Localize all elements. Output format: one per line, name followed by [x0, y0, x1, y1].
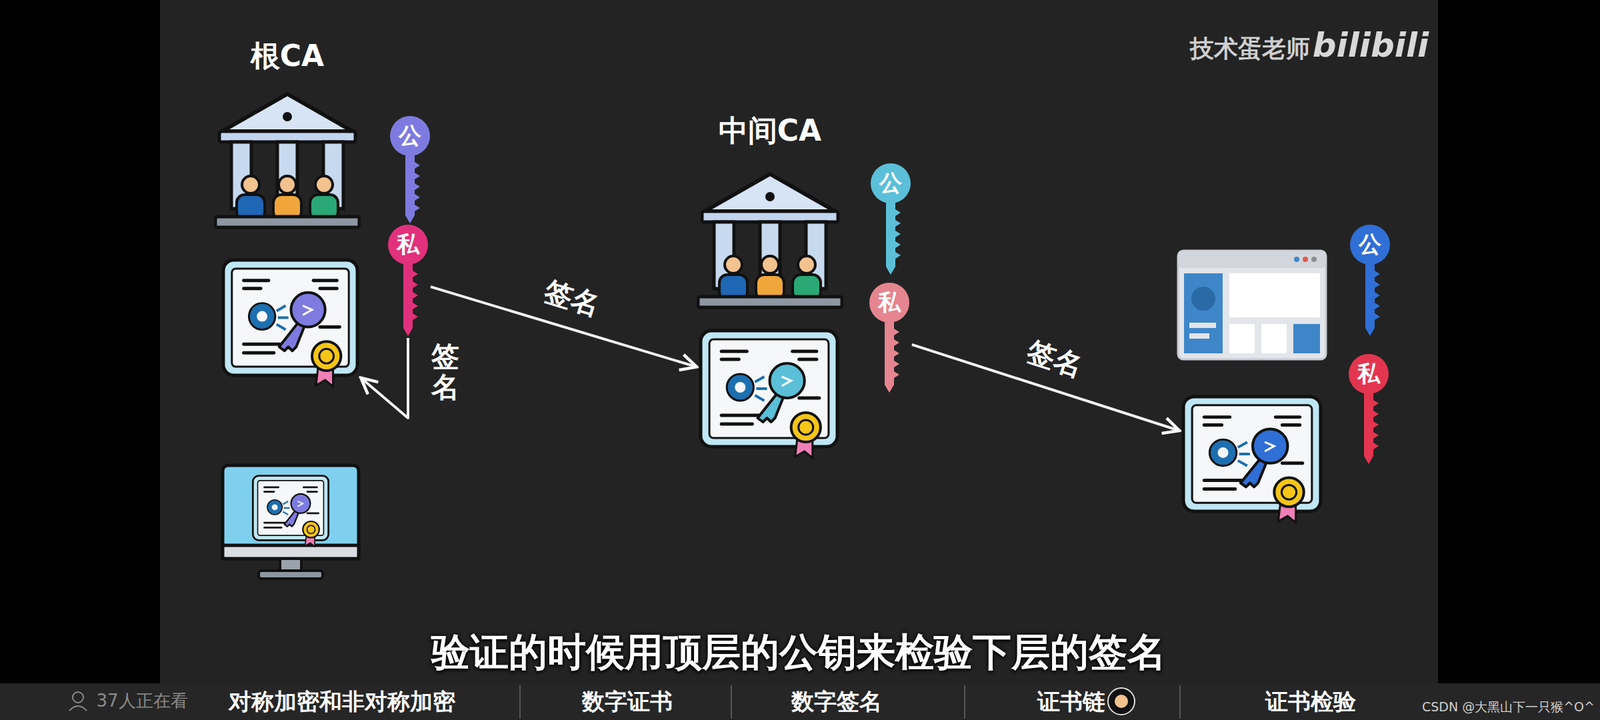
key-icon: 公: [389, 115, 431, 224]
chapter-tab: 数字证书: [582, 688, 673, 716]
chapter-tab: 证书链: [1037, 688, 1106, 716]
key-icon: 私: [387, 224, 429, 336]
chapter-tab: 对称加密和非对称加密: [228, 688, 456, 716]
key-icon: 私: [1348, 353, 1390, 464]
watermark: 技术蛋老师: [1190, 34, 1310, 63]
key-label: 私: [387, 224, 429, 266]
subtitle: 验证的时候用顶层的公钥来检验下层的签名: [431, 629, 1166, 676]
source-watermark: CSDN @大黑山下一只猴^O^: [1422, 699, 1595, 715]
edge-label: 签名: [1020, 335, 1089, 384]
key-label: 私: [868, 282, 910, 324]
certificate-icon: [698, 328, 840, 449]
key-label: 私: [1348, 353, 1390, 395]
website-icon: [1178, 250, 1326, 360]
certificate-icon: [1181, 394, 1323, 514]
key-icon: 公: [870, 162, 912, 275]
watermark-logo: bilibili: [1312, 25, 1429, 66]
certificate-shape: [698, 328, 840, 449]
certificate-icon: [221, 258, 360, 378]
chapter-tab: 证书检验: [1265, 688, 1356, 716]
certificate-shape: [221, 258, 360, 378]
key-icon: 公: [1349, 224, 1391, 336]
monitor-icon: [222, 465, 359, 579]
key-label: 公: [1349, 224, 1391, 266]
chapter-tab: 数字签名: [791, 688, 882, 716]
edge-label: 签名: [428, 341, 462, 403]
ca-title: 根CA: [250, 38, 324, 74]
intermediate-ca-building: [698, 174, 842, 308]
key-icon: 私: [868, 282, 910, 393]
key-label: 公: [870, 162, 912, 204]
ca-title: 中间CA: [718, 113, 822, 149]
edge-label: 签名: [538, 275, 606, 323]
sign-arrow: [360, 338, 408, 418]
viewer-count: 37人正在看: [96, 690, 188, 712]
bottom-tab-bar: [0, 683, 1600, 720]
root-ca-building: [215, 94, 360, 228]
certificate-shape: [1181, 394, 1323, 514]
key-label: 公: [389, 115, 431, 157]
